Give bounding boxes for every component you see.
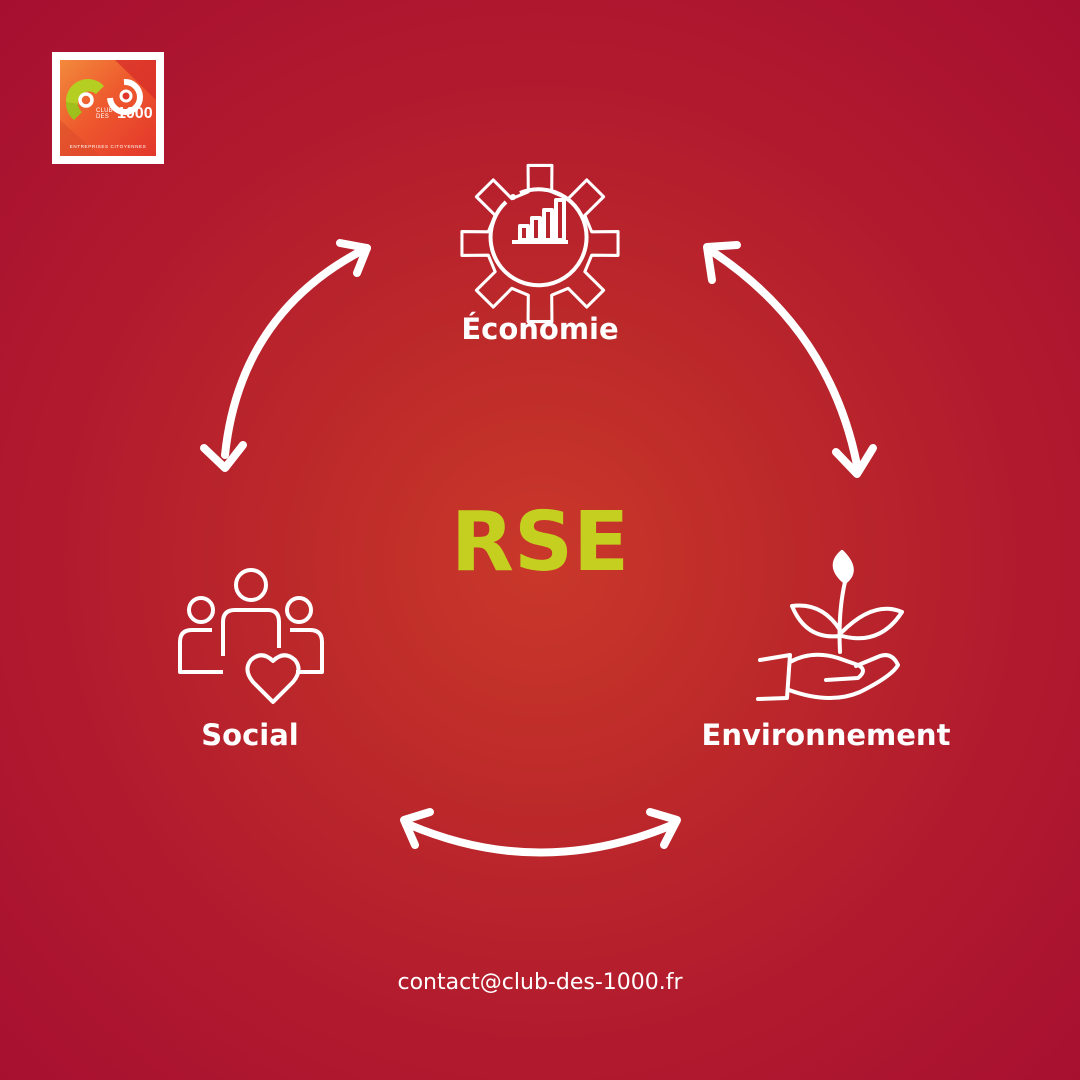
logo-graphic: [60, 60, 156, 156]
node-label-environment: Environnement: [701, 718, 951, 752]
logo-line1: CLUB: [96, 108, 113, 114]
logo-line2: DES: [96, 114, 109, 120]
node-label-economy: Économie: [461, 312, 619, 346]
arrow-social-environment: [400, 808, 681, 857]
logo-club-des: CLUB DES: [96, 108, 113, 120]
logo-number: 1000: [117, 105, 153, 122]
logo-subtitle: ENTREPRISES CITOYENNES: [69, 144, 147, 149]
arrow-economy-environment: [703, 241, 877, 478]
contact-email[interactable]: contact@club-des-1000.fr: [397, 970, 683, 995]
people-heart-icon: [178, 568, 324, 704]
hand-plant-icon: [756, 550, 904, 701]
node-label-social: Social: [201, 718, 299, 752]
arrow-social-economy: [200, 239, 371, 472]
logo-mark: CLUB DES 1000 ENTREPRISES CITOYENNES: [60, 60, 156, 156]
club-des-1000-logo: CLUB DES 1000 ENTREPRISES CITOYENNES: [52, 52, 164, 164]
gear-chart-icon: [460, 163, 620, 324]
center-title-rse: RSE: [450, 495, 630, 590]
